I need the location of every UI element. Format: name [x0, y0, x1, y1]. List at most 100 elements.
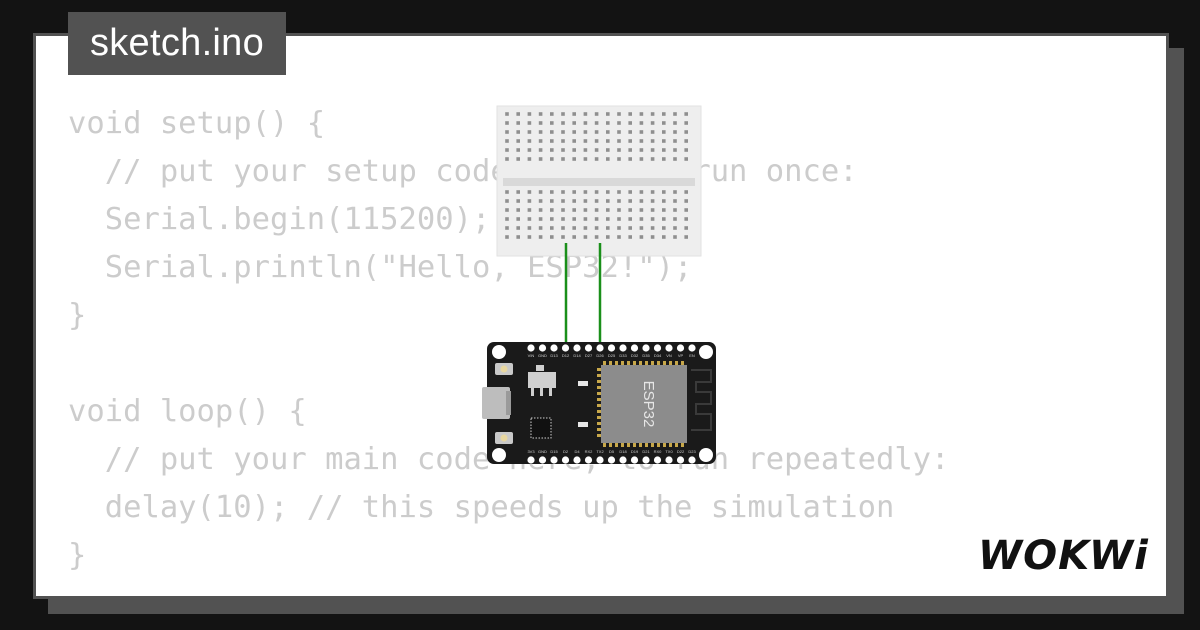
breadboard-hole [583, 208, 588, 212]
breadboard-hole [662, 199, 666, 203]
module-pin [627, 443, 630, 447]
breadboard-hole [628, 157, 632, 161]
breadboard-hole [684, 121, 688, 125]
regulator-leg [540, 388, 543, 396]
breadboard-hole [684, 208, 688, 212]
module-pin [663, 443, 666, 447]
breadboard-hole [606, 190, 610, 194]
breadboard-hole [572, 235, 576, 239]
breadboard-hole [650, 112, 655, 116]
module-pin [597, 422, 601, 425]
breadboard-hole [662, 226, 666, 230]
breadboard-hole [639, 139, 644, 143]
pin-label: RX0 [654, 449, 663, 454]
breadboard-hole [561, 148, 565, 152]
module-pin [597, 434, 601, 437]
breadboard-hole [527, 112, 532, 116]
breadboard-hole [561, 139, 565, 143]
breadboard-hole [617, 235, 621, 239]
breadboard-hole [594, 148, 599, 152]
module-pin [621, 443, 624, 447]
module-pin [627, 361, 630, 365]
module-pin [645, 443, 648, 447]
breadboard-hole [516, 121, 520, 125]
breadboard-hole [628, 208, 632, 212]
breadboard-hole [505, 226, 509, 230]
breadboard-hole [572, 139, 576, 143]
mount-hole [699, 345, 713, 359]
breadboard-hole [505, 139, 509, 143]
breadboard-hole [516, 208, 520, 212]
mount-hole [492, 345, 506, 359]
breadboard-hole [594, 157, 599, 161]
breadboard-hole [650, 139, 655, 143]
breadboard-hole [516, 190, 520, 194]
pin-label: TX0 [665, 449, 673, 454]
breadboard-hole [628, 217, 632, 221]
pin-label: D22 [677, 449, 685, 454]
header-pin [607, 344, 616, 352]
breadboard-hole [662, 148, 666, 152]
pin-label: D23 [688, 449, 696, 454]
pin-label: GND [538, 353, 547, 358]
breadboard-hole [684, 139, 688, 143]
breadboard-hole [550, 208, 554, 212]
breadboard-hole [639, 121, 644, 125]
breadboard-hole [673, 121, 677, 125]
breadboard-hole [516, 235, 520, 239]
breadboard[interactable] [496, 105, 702, 257]
chip-label: ESP32 [640, 381, 657, 428]
breadboard-hole [561, 121, 565, 125]
breadboard-hole [617, 190, 621, 194]
breadboard-hole [516, 139, 520, 143]
breadboard-hole [662, 130, 666, 134]
breadboard-hole [673, 130, 677, 134]
breadboard-hole [650, 148, 655, 152]
pin-label: D32 [631, 353, 639, 358]
breadboard-hole [617, 199, 621, 203]
breadboard-hole [572, 148, 576, 152]
breadboard-hole [650, 235, 655, 239]
breadboard-hole [561, 217, 565, 221]
breadboard-hole [684, 226, 688, 230]
mount-hole [492, 448, 506, 462]
pin-label: D33 [619, 353, 627, 358]
breadboard-hole [550, 157, 554, 161]
header-pin [573, 344, 581, 352]
breadboard-hole [684, 190, 688, 194]
breadboard-hole [639, 226, 644, 230]
module-pin [603, 361, 606, 365]
breadboard-hole [662, 235, 666, 239]
breadboard-hole [628, 190, 632, 194]
breadboard-hole [583, 139, 588, 143]
header-pin [619, 456, 627, 464]
breadboard-hole [561, 130, 565, 134]
breadboard-hole [583, 199, 588, 203]
pin-label: TX2 [596, 449, 604, 454]
breadboard-hole [550, 139, 554, 143]
breadboard-hole [617, 217, 621, 221]
breadboard-hole [561, 112, 565, 116]
wokwi-logo[interactable]: WOKWi [975, 526, 1153, 576]
breadboard-hole [561, 208, 565, 212]
file-tab[interactable]: sketch.ino [68, 12, 286, 75]
breadboard-hole [628, 112, 632, 116]
header-pin [665, 344, 673, 352]
breadboard-hole [606, 139, 610, 143]
module-pin [675, 361, 678, 365]
breadboard-hole [516, 199, 520, 203]
breadboard-hole [538, 130, 543, 134]
breadboard-hole [550, 148, 554, 152]
breadboard-hole [594, 199, 599, 203]
breadboard-hole [583, 121, 588, 125]
breadboard-hole [684, 199, 688, 203]
bottom-header-pins [527, 456, 696, 464]
breadboard-hole [527, 139, 532, 143]
breadboard-hole [516, 157, 520, 161]
breadboard-hole [572, 199, 576, 203]
header-pin [584, 456, 593, 464]
breadboard-hole [673, 112, 677, 116]
breadboard-hole [550, 130, 554, 134]
header-pin [642, 456, 650, 464]
